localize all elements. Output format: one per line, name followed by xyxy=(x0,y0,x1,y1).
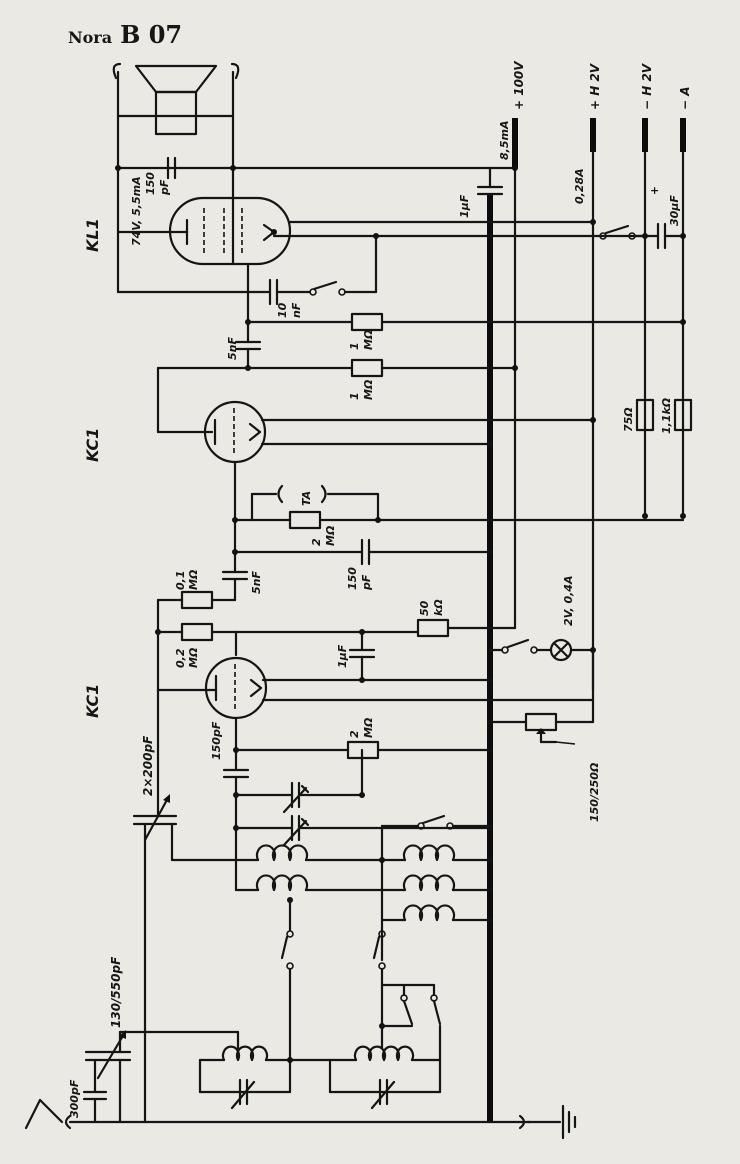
label-c-2x200: 2×200pF xyxy=(141,735,155,796)
trimmer-capacitor-a[interactable] xyxy=(282,781,310,814)
trimmer-capacitor-b[interactable] xyxy=(282,814,310,847)
label-c-30uf-plus: + xyxy=(650,184,659,197)
label-c-150pf-top-unit: pF xyxy=(158,179,171,196)
label-r-02m-value: 0,2 xyxy=(174,648,187,668)
label-c-10nf-unit: nF xyxy=(290,302,303,318)
label-plate-current: 8,5mA xyxy=(498,121,511,160)
label-r-2m-mid-unit: MΩ xyxy=(324,526,337,546)
coil-right-3 xyxy=(380,904,492,922)
label-bias-minus: − A xyxy=(678,86,692,110)
label-c-1uf-top: 1µF xyxy=(458,194,471,218)
label-r-50k-value: 50 xyxy=(418,600,431,616)
capacitor-1uf-top xyxy=(476,166,504,196)
label-r-1m-lower-value: 1 xyxy=(348,392,361,400)
antenna-coil-right xyxy=(328,1045,442,1094)
resistor-75 xyxy=(635,398,655,432)
loudspeaker-symbol xyxy=(112,62,240,294)
trimmer-capacitor-c[interactable] xyxy=(230,1078,256,1110)
label-c-300pf: 300pF xyxy=(68,1079,81,1118)
antenna-symbol[interactable] xyxy=(24,1098,72,1130)
kc1-audio-tube xyxy=(203,400,267,464)
pilot-lamp xyxy=(549,638,573,662)
kl1-output-tube xyxy=(168,196,292,266)
variable-capacitor-2x200[interactable] xyxy=(132,794,178,842)
label-r-2m-low-value: 2 xyxy=(348,730,361,738)
resistor-1m-lower xyxy=(350,358,384,378)
label-r-01m-value: 0,1 xyxy=(174,571,187,591)
label-kl1: KL1 xyxy=(83,218,102,252)
label-heater-current: 0,28A xyxy=(573,168,586,204)
label-r-50k-unit: kΩ xyxy=(432,599,445,616)
label-c-5nf-lower: 5nF xyxy=(250,571,263,594)
band-switch-2[interactable] xyxy=(280,930,294,970)
label-c-150pf-top-value: 150 xyxy=(144,172,157,195)
label-ta: TA xyxy=(300,491,313,506)
label-b-plus: + 100V xyxy=(512,60,526,110)
coil-right-1 xyxy=(380,844,492,862)
resistor-1k1 xyxy=(673,398,693,432)
resistor-50k xyxy=(416,618,450,638)
oscillator-coil-upper xyxy=(255,844,384,862)
resistor-2m-mid xyxy=(288,510,322,530)
label-r-1m-upper-value: 1 xyxy=(348,342,361,350)
label-lamp: 2V, 0,4A xyxy=(562,576,575,626)
pickup-socket-ta xyxy=(250,484,380,522)
label-c-30uf: 30µF xyxy=(668,195,681,226)
header-brand: Nora xyxy=(68,28,113,47)
label-c-10nf-value: 10 xyxy=(276,302,289,318)
capacitor-1uf-mid xyxy=(348,630,376,682)
label-heater-minus: − H 2V xyxy=(640,62,654,110)
label-r-1k1: 1,1kΩ xyxy=(660,398,673,434)
label-r-75: 75Ω xyxy=(622,407,635,432)
label-r-1m-upper-unit: MΩ xyxy=(362,330,375,350)
chassis-ground-symbol xyxy=(518,1104,577,1140)
label-c-1uf-mid: 1µF xyxy=(336,644,349,668)
label-c-150pf-mid-value: 150 xyxy=(346,567,359,590)
label-heater-plus: + H 2V xyxy=(588,62,602,110)
label-r-1m-lower-unit: MΩ xyxy=(362,380,375,400)
resistor-0-2m xyxy=(180,622,214,642)
resistor-0-1m xyxy=(180,590,214,610)
coil-right-2 xyxy=(380,874,492,892)
potentiometer-150-250[interactable] xyxy=(488,712,595,744)
trimmer-capacitor-d[interactable] xyxy=(370,1078,396,1110)
label-pot-150-250: 150/250Ω xyxy=(588,763,601,822)
kc1-detector-tube xyxy=(204,656,268,720)
label-kl1-rating: 74V, 5,5mA xyxy=(130,176,143,246)
label-kc1-detector: KC1 xyxy=(83,684,102,718)
band-switch-4[interactable] xyxy=(380,983,442,1028)
lamp-switch[interactable] xyxy=(501,638,538,654)
tone-switch[interactable] xyxy=(309,280,346,296)
label-c-150pf-low: 150pF xyxy=(210,721,223,760)
band-switch-1[interactable] xyxy=(380,814,492,830)
oscillator-coil-lower xyxy=(255,874,309,892)
variable-capacitor-130-550[interactable] xyxy=(84,1030,132,1080)
label-r-01m-unit: MΩ xyxy=(187,570,200,590)
label-c-150pf-mid-unit: pF xyxy=(360,574,373,591)
header-model: B 07 xyxy=(120,20,183,49)
label-r-2m-mid-value: 2 xyxy=(310,538,323,546)
label-c-130-550: 130/550pF xyxy=(109,956,123,1028)
band-switch-3[interactable] xyxy=(372,930,386,970)
header-title: Nora B 07 xyxy=(68,20,182,49)
label-r-02m-unit: MΩ xyxy=(187,648,200,668)
label-c-5nf-upper: 5nF xyxy=(226,337,239,360)
capacitor-150pf-top xyxy=(166,156,177,180)
resistor-1m-upper xyxy=(350,312,384,332)
label-r-2m-low-unit: MΩ xyxy=(362,718,375,738)
antenna-coil-left xyxy=(198,1030,292,1094)
label-kc1-audio: KC1 xyxy=(83,428,102,462)
